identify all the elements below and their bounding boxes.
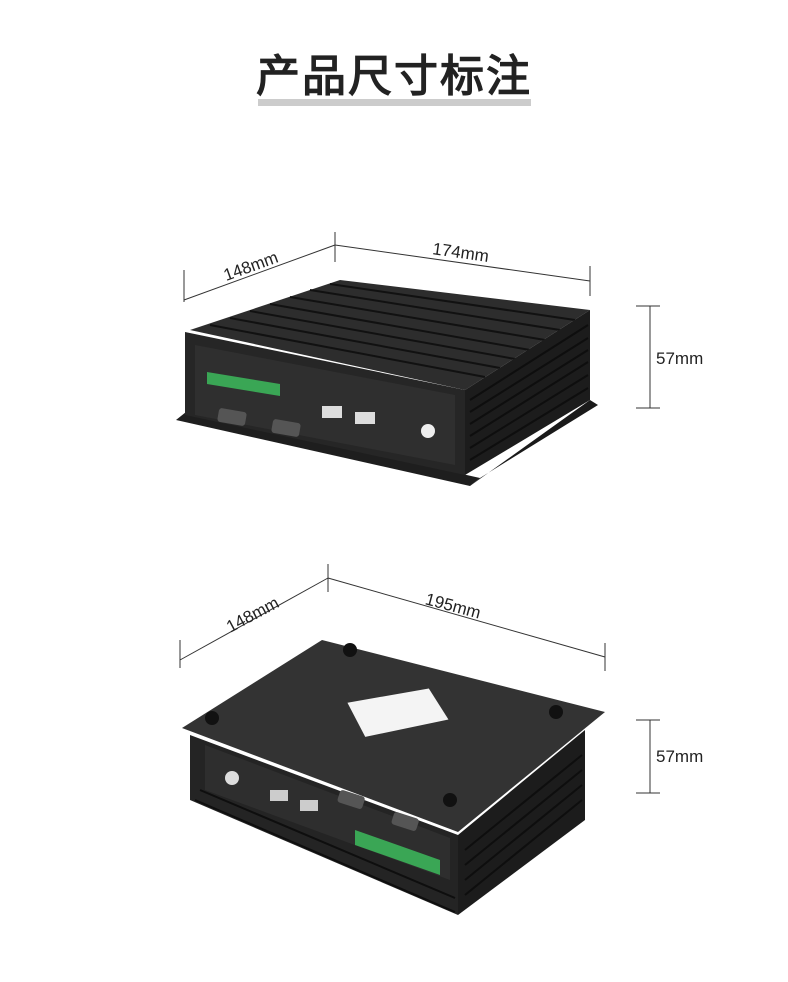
rear-width-label: 195mm — [423, 590, 483, 623]
page-title: 产品尺寸标注 — [256, 51, 532, 102]
rear-depth-label: 148mm — [223, 593, 282, 636]
front-view-dimension-lines — [183, 232, 660, 409]
front-width-label: 174mm — [431, 239, 490, 266]
rear-device-image — [182, 640, 605, 915]
rear-height-label: 57mm — [656, 747, 703, 766]
front-depth-label: 148mm — [221, 248, 281, 285]
front-height-label: 57mm — [656, 349, 703, 368]
front-device-image — [176, 280, 598, 486]
title-underline — [258, 99, 531, 106]
rear-view-dimension-lines — [179, 564, 660, 794]
